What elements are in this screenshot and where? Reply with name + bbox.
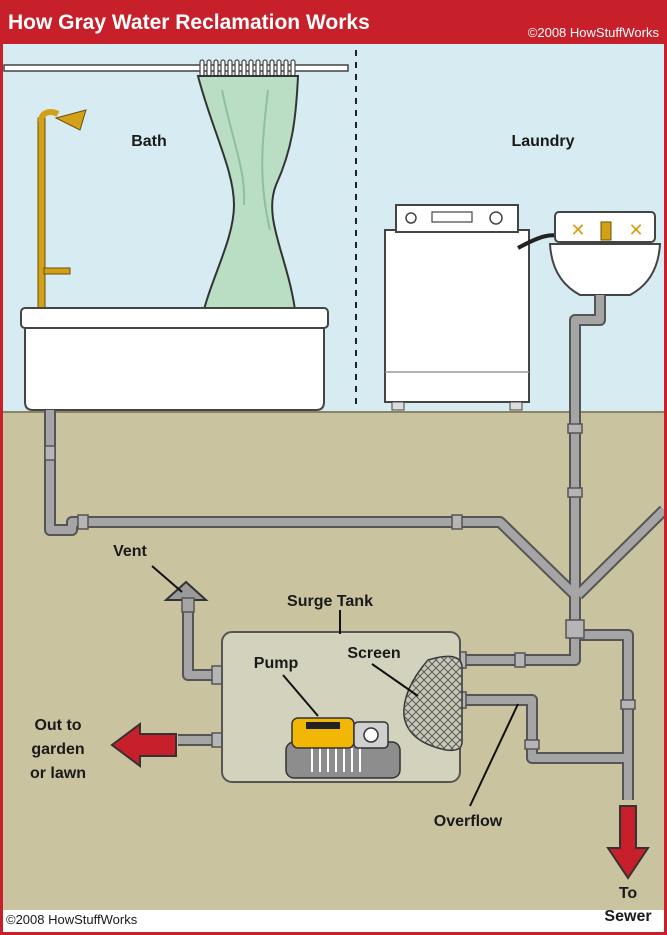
footer-copyright: ©2008 HowStuffWorks (6, 912, 138, 927)
vent-pipe (181, 597, 195, 613)
surge-tank-label: Surge Tank (287, 593, 373, 610)
shower-arm (38, 109, 60, 123)
washer-display (431, 211, 473, 223)
bathtub (24, 327, 325, 411)
pump-port-icon (363, 727, 379, 743)
pump-display (306, 722, 340, 729)
sewer-label-line-2: Sewer (604, 908, 651, 925)
pump-fins (311, 748, 361, 772)
header-bar (0, 0, 667, 44)
screen-label: Screen (347, 645, 400, 662)
laundry-label: Laundry (511, 133, 574, 150)
overflow-label: Overflow (434, 813, 503, 830)
vent-label: Vent (113, 543, 147, 560)
shower-head (54, 109, 87, 131)
curtain-rod (3, 64, 349, 72)
out-label-line-2: garden (31, 741, 84, 758)
laundry-sink (548, 243, 662, 296)
header-copyright: ©2008 HowStuffWorks (528, 25, 660, 40)
pump-label: Pump (254, 655, 299, 672)
out-arrow-icon (110, 722, 177, 768)
washing-machine (384, 229, 530, 403)
sink-tap-icon: ✕ (628, 220, 643, 241)
sink-spout (600, 221, 612, 241)
bathtub-rim (20, 307, 329, 329)
curtain-fold (221, 89, 246, 206)
sink-tap-icon: ✕ (570, 220, 585, 241)
surge-tank-group (221, 631, 463, 783)
washer-foot (391, 401, 405, 411)
bath-label: Bath (131, 133, 167, 150)
screen-mesh (403, 656, 462, 751)
out-label-line-3: or lawn (30, 765, 86, 782)
bath-faucet (43, 267, 71, 275)
shower-pipe (37, 117, 46, 314)
bath-group: Bath (3, 59, 349, 411)
leader-lines (151, 565, 519, 807)
washer-dial-icon (405, 212, 417, 224)
washer-foot (509, 401, 523, 411)
out-label-line-1: Out to (34, 717, 81, 734)
sewer-label-line-1: To (619, 885, 638, 902)
laundry-group: ✕ ✕ Laundry (384, 133, 662, 411)
sewer-arrow-icon (606, 805, 650, 880)
curtain-fold (261, 89, 271, 231)
page-title: How Gray Water Reclamation Works (8, 11, 370, 34)
washer-dial-icon (489, 211, 503, 225)
